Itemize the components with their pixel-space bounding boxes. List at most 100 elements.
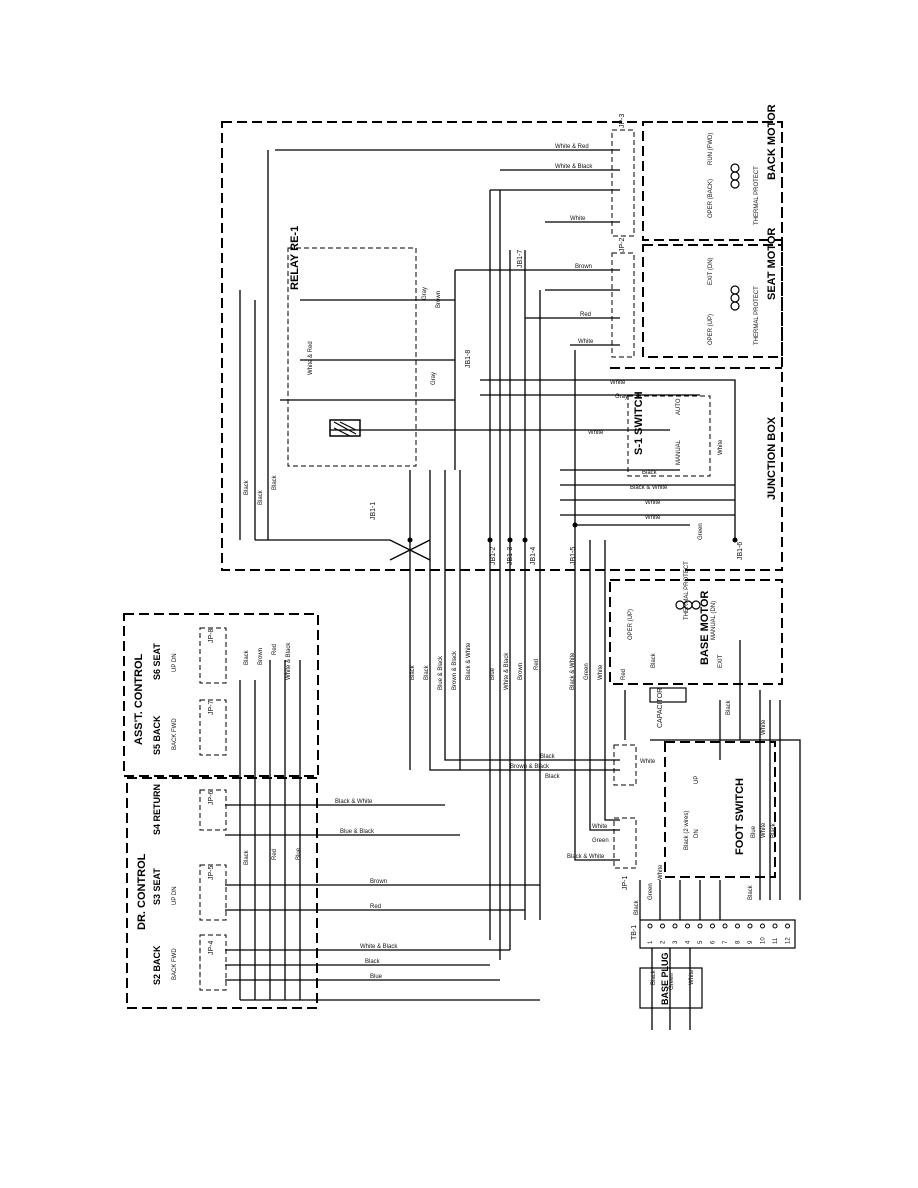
jp3-box	[611, 129, 635, 237]
wire-label-white-top: White	[570, 216, 586, 222]
tb1-terminal-8	[735, 923, 740, 929]
wire-label-blue-foot: Blue	[751, 825, 757, 838]
wire-label-red-base: Red	[621, 669, 627, 680]
wire-label-bw-dr: Black & White	[335, 799, 373, 805]
tb1-terminal-4	[685, 923, 690, 929]
tb1-terminal-number: 9	[748, 940, 754, 944]
wire-label-black-foot: Black	[748, 884, 754, 900]
wire-label-white-foot: White	[761, 822, 767, 838]
wire-label-green-jb: Green	[698, 523, 704, 540]
tb1-terminal-number: 5	[698, 940, 704, 944]
jp1-box	[613, 817, 637, 869]
wire-label-bw-jb: Black & White	[630, 485, 668, 491]
jp5-box	[199, 864, 227, 921]
wire-label-green-jp1: Green	[592, 838, 609, 844]
s3-position-label: UP DN	[172, 886, 178, 905]
wire-label-wb-asst: White & Black	[286, 642, 292, 680]
jp6-label: JP-6	[208, 791, 215, 806]
dr-control-box	[126, 777, 318, 1009]
wire-label-wb-v: White & Black	[504, 652, 510, 690]
jp8-label: JP-8	[208, 629, 215, 644]
wire-label-white-s1: White	[718, 439, 724, 455]
tb1-terminal-number: 8	[736, 940, 742, 944]
jp7-box	[199, 699, 227, 756]
wire-label-white-jp1: White	[592, 824, 608, 830]
jp2-box	[611, 252, 635, 358]
back-oper-label: OPER (BACK)	[708, 179, 714, 218]
wire-label-blue-dr: Blue	[370, 974, 383, 980]
asst-control-title: ASS'T. CONTROL	[133, 653, 145, 745]
base-oper-label: OPER (UP)	[628, 609, 634, 640]
s5-position-label: BACK FWD	[172, 718, 178, 750]
jb1-3-label: JB1-3	[507, 547, 514, 565]
tb1-terminal-5	[697, 923, 703, 929]
wire-label-black-2: Black	[258, 489, 264, 505]
wire-label-gray-1: Gray	[422, 287, 428, 300]
wire-label-black-tb: Black	[634, 899, 640, 915]
wire-bundle	[225, 149, 801, 1030]
tb1-terminal-number: 2	[661, 940, 667, 944]
capacitor-symbol	[649, 687, 687, 703]
base-motor-winding	[675, 600, 701, 610]
tb1-terminal-1	[647, 923, 653, 929]
wire-label-black-asst: Black	[244, 649, 250, 665]
jp7-label: JP-7	[208, 701, 215, 716]
back-motor-title: BACK MOTOR	[766, 104, 778, 180]
wire-label-white-tb: White	[658, 864, 664, 880]
tb1-label: TB-1	[631, 925, 638, 940]
wire-label-blue-black-dr: Blue & Black	[340, 829, 375, 835]
tb1-terminal-11	[772, 923, 778, 929]
wire-label-white-base: White	[761, 719, 767, 735]
foot-dn-label: DN	[694, 829, 700, 838]
jp2-label: JP-2	[619, 238, 626, 253]
wire-label-brown-seat: Brown	[575, 264, 592, 270]
wire-label-white-black-top: White & Black	[555, 164, 593, 170]
wire-label-red-dr: Red	[370, 904, 381, 910]
s1-auto-label: AUTO	[676, 398, 682, 415]
s1-manual-label: MANUAL	[676, 439, 682, 465]
jb1-8-label: JB1-8	[465, 350, 472, 368]
jb1-5-label: JB1-5	[570, 547, 577, 565]
junction-dots	[407, 522, 738, 543]
wire-label-green-tb: Green	[648, 883, 654, 900]
wire-label-black-plug: Black	[651, 969, 657, 985]
back-motor-box	[642, 121, 783, 241]
wire-label-green-v: Green	[584, 663, 590, 680]
wire-label-black-foot2: Black	[771, 822, 777, 838]
wire-label-white-coil: White	[588, 430, 604, 436]
wire-label-white-v: White	[598, 664, 604, 680]
tb1-terminal-9	[747, 923, 753, 929]
wire-label-white-red-top: White & Red	[555, 144, 589, 150]
capacitor-label: CAPACITOR	[657, 688, 664, 728]
tb1-terminal-number: 10	[761, 937, 767, 944]
s1-switch-title: S-1 SWITCH	[633, 391, 645, 455]
tb1-terminal-12	[785, 923, 790, 929]
tb1-terminal-number: 7	[723, 940, 729, 944]
wire-label-blue-black-v: Blue & Black	[438, 655, 444, 690]
wire-label-black-2wires: Black (2 wires)	[684, 811, 690, 850]
s2-position-label: BACK FWD	[172, 948, 178, 980]
wire-label-white-jb3: White	[645, 515, 661, 521]
s6-position-label: UP DN	[172, 653, 178, 672]
jp8-box	[199, 627, 227, 684]
wire-label-brown-black-v: Brown & Black	[452, 650, 458, 690]
wire-label-black-v2: Black	[424, 664, 430, 680]
wire-label-black-dr2: Black	[244, 849, 250, 865]
seat-oper-label: OPER (UP)	[708, 314, 714, 345]
wire-label-black-1: Black	[244, 479, 250, 495]
wire-label-black-dr: Black	[365, 959, 381, 965]
wire-label-red-v: Red	[534, 659, 540, 670]
s5-back-label: S5 BACK	[152, 715, 162, 755]
base-motor-box	[609, 579, 783, 685]
base-manual-label: MANUAL (DN)	[711, 601, 717, 640]
wire-label-red-seat: Red	[580, 312, 591, 318]
wire-label-gray-jb: Gray	[615, 394, 628, 400]
wire-label-white-red-relay: White & Red	[308, 341, 314, 375]
jb1-6-label: JB1-6	[737, 542, 744, 560]
wire-label-white-jb2: White	[645, 500, 661, 506]
wire-label-brown-v: Brown	[518, 663, 524, 680]
relay-coil	[329, 419, 361, 437]
wire-label-white-plug: White	[689, 969, 695, 985]
jp1-label: JP-1	[622, 876, 629, 891]
